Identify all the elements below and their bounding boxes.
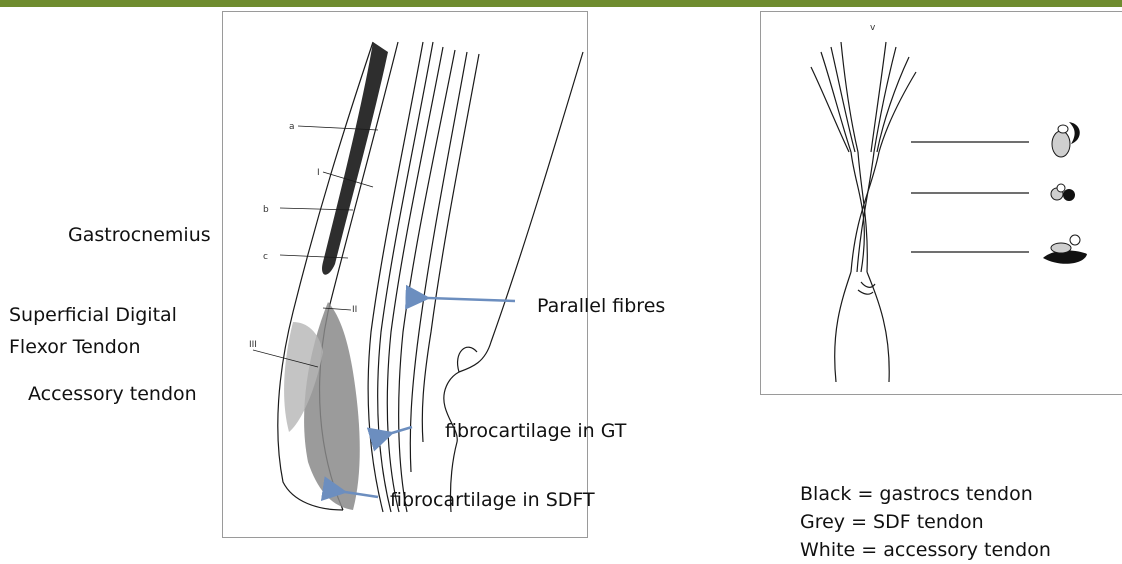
label-parallel-fibres: Parallel fibres: [537, 295, 665, 318]
cross-section-middle: [1051, 184, 1075, 201]
legend: Black = gastrocs tendon Grey = SDF tendo…: [800, 483, 1122, 564]
label-fibrocartilage-sdft: fibrocartilage in SDFT: [390, 489, 595, 512]
longitudinal-tendon-illustration: a I b c II III: [222, 11, 588, 538]
label-fibrocartilage-gt: fibrocartilage in GT: [445, 420, 626, 443]
label-accessory-tendon: Accessory tendon: [28, 383, 197, 406]
top-accent-bar: [0, 0, 1122, 7]
legend-black: Black = gastrocs tendon: [800, 483, 1033, 506]
cross-section-upper: [1052, 122, 1080, 157]
label-sdft-line1: Superficial Digital: [9, 304, 177, 327]
letter-a: a: [289, 122, 295, 132]
letter-II: II: [352, 305, 357, 315]
label-gastrocnemius: Gastrocnemius: [68, 224, 211, 247]
legend-grey: Grey = SDF tendon: [800, 511, 984, 534]
letter-III: III: [249, 340, 257, 350]
legend-white: White = accessory tendon: [800, 539, 1051, 562]
letter-b: b: [263, 205, 269, 215]
tendon-drawing: a I b c II III: [223, 12, 588, 538]
cross-section-drawing: v: [761, 12, 1122, 395]
tendon-cross-section-diagram: v: [760, 11, 1122, 395]
letter-c: c: [263, 252, 268, 262]
letter-I: I: [317, 168, 320, 178]
label-sdft-line2: Flexor Tendon: [9, 336, 141, 359]
cross-section-lower: [1043, 235, 1087, 264]
letter-v: v: [870, 23, 876, 33]
